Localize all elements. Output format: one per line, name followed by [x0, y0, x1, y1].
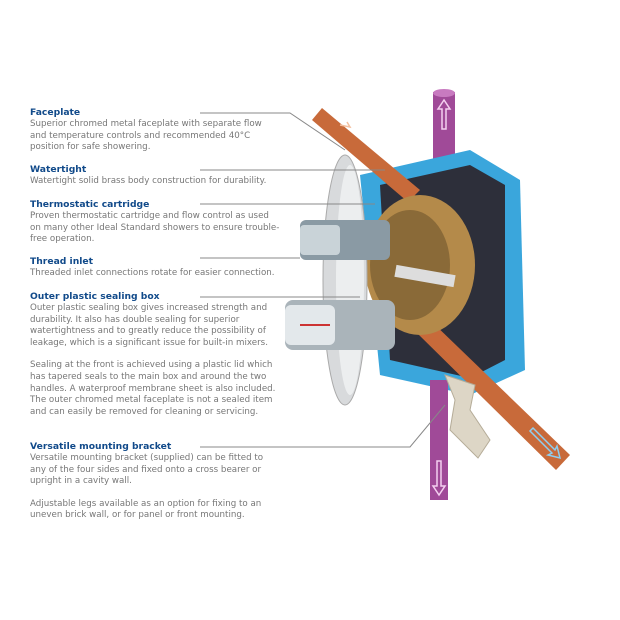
feature-text: Versatile mounting bracket (supplied) ca… [30, 453, 264, 487]
feature-text: Adjustable legs available as an option f… [30, 498, 262, 521]
flow-control-handle [285, 300, 395, 350]
flow-arrow-up-icon [436, 98, 452, 130]
feature-thermostatic-cartridge: Thermostatic cartridge Proven thermostat… [30, 199, 280, 257]
feature-faceplate: Faceplate Superior chromed metal facepla… [30, 107, 280, 165]
outlet-pipe-bottom [430, 380, 448, 500]
thermostatic-cartridge [300, 220, 390, 260]
feature-outer-plastic-sealing-box: Outer plastic sealing box Outer plastic … [30, 291, 280, 429]
feature-text: Watertight solid brass body construction… [30, 176, 267, 186]
feature-text: Outer plastic sealing box gives increase… [30, 303, 268, 348]
feature-versatile-mounting-bracket: Versatile mounting bracket Versatile mou… [30, 441, 280, 533]
feature-title: Faceplate [30, 107, 81, 118]
inlet-pipe-upper [312, 108, 420, 202]
leader-lines [200, 112, 446, 448]
feature-text: Threaded inlet connections rotate for ea… [30, 268, 275, 278]
feature-title: Watertight [30, 164, 87, 175]
feature-thread-inlet: Thread inlet Threaded inlet connections … [30, 256, 280, 291]
feature-title: Thread inlet [30, 256, 94, 267]
flow-arrow-icon [528, 426, 562, 460]
mounting-bracket [444, 374, 491, 459]
feature-text: Sealing at the front is achieved using a… [30, 360, 276, 417]
flow-arrow-down-icon [431, 460, 447, 497]
feature-text: Superior chromed metal faceplate with se… [30, 119, 262, 153]
feature-title: Thermostatic cartridge [30, 199, 150, 210]
feature-watertight: Watertight Watertight solid brass body c… [30, 164, 280, 199]
feature-text: Proven thermostatic cartridge and flow c… [30, 211, 280, 245]
feature-title: Versatile mounting bracket [30, 441, 172, 452]
feature-title: Outer plastic sealing box [30, 291, 160, 302]
